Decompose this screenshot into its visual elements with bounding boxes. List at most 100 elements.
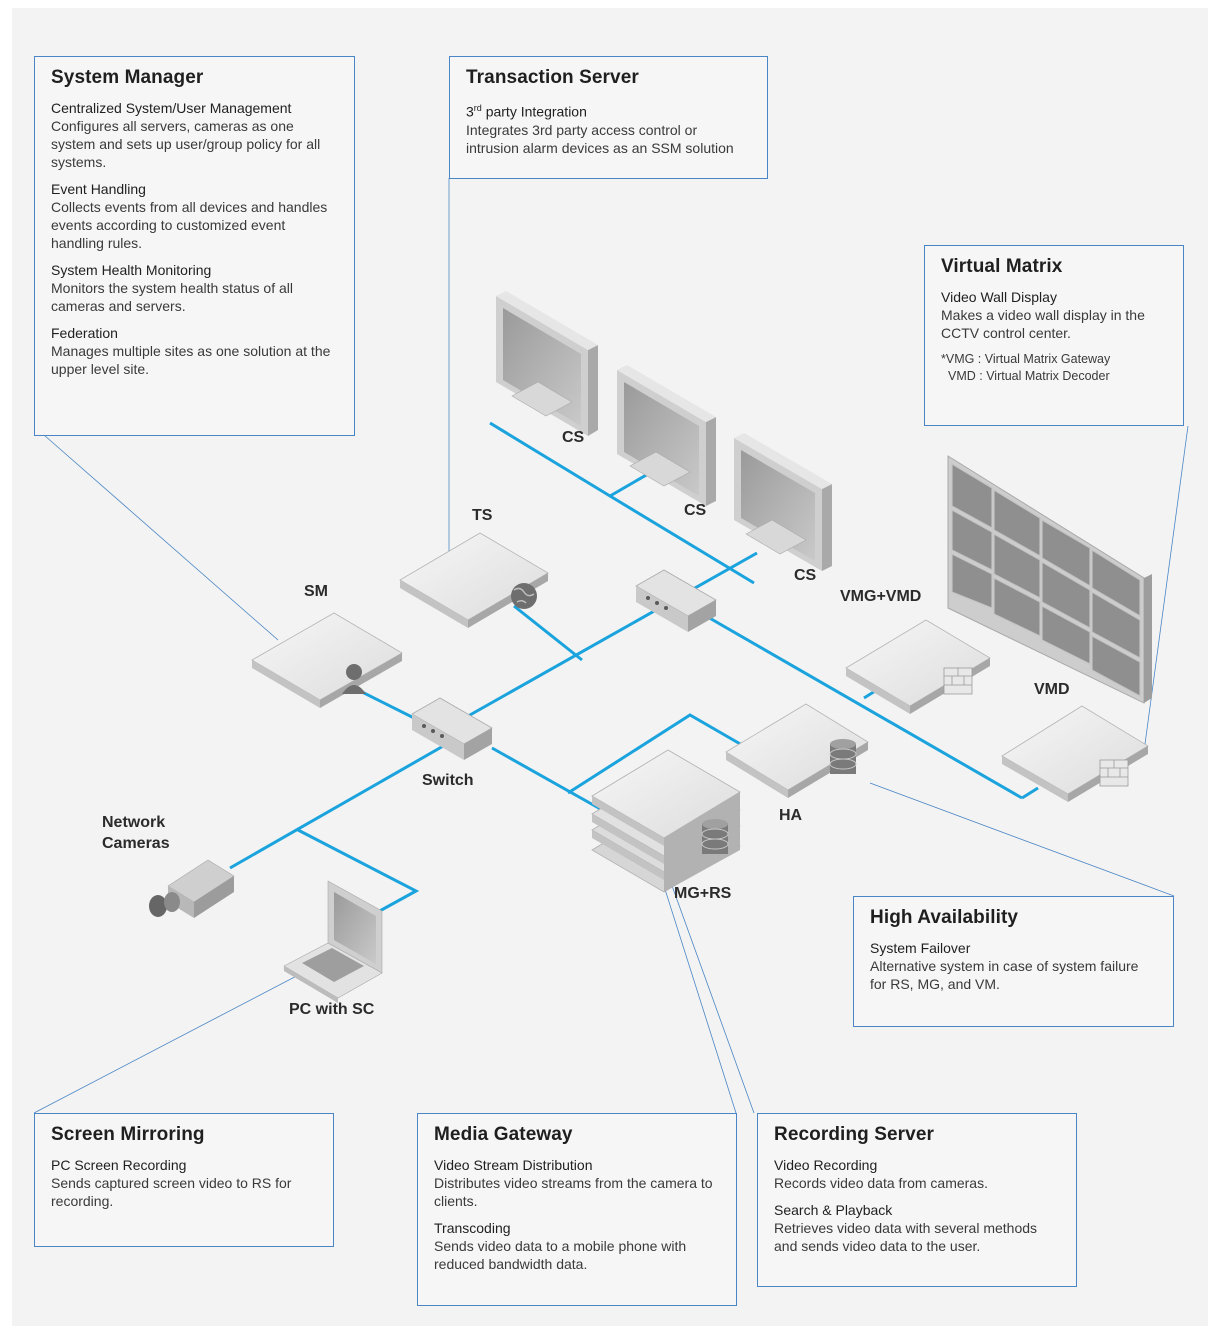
feature-heading: Video Wall Display xyxy=(941,289,1057,305)
feature-heading: Search & Playback xyxy=(774,1202,893,1218)
feature-heading: System Health Monitoring xyxy=(51,262,212,278)
monitor-cs-2 xyxy=(617,365,716,506)
media-gateway-box: Media Gateway Video Stream Distribution … xyxy=(417,1113,737,1306)
callout-line-ha xyxy=(869,782,1175,897)
link-switch-router xyxy=(453,551,758,726)
screen-mirroring-box: Screen Mirroring PC Screen Recording Sen… xyxy=(34,1113,334,1247)
feature-description: Collects events from all devices and han… xyxy=(51,199,328,251)
system-manager-title: System Manager xyxy=(51,67,204,88)
feature-description: Sends video data to a mobile phone with … xyxy=(434,1238,687,1272)
callout-line-sm xyxy=(43,434,279,641)
label-mg-rs: MG+RS xyxy=(674,885,732,902)
server-ts xyxy=(399,532,549,628)
database-icon xyxy=(829,739,857,774)
label-switch: Switch xyxy=(422,772,474,789)
callout-lines xyxy=(33,178,1189,1114)
server-sm xyxy=(251,612,403,708)
abbreviation-note: *VMG : Virtual Matrix Gateway VMD : Virt… xyxy=(941,351,1167,385)
label-network-cameras-line1: Network xyxy=(102,814,166,831)
link-ha xyxy=(567,713,743,795)
screen-mirroring-title: Screen Mirroring xyxy=(51,1124,205,1145)
link-ts xyxy=(513,604,583,662)
link-router-vmd xyxy=(705,614,1023,800)
switch-device xyxy=(411,697,493,760)
note-vmg: *VMG : Virtual Matrix Gateway xyxy=(941,352,1111,366)
feature-item: System Health Monitoring Monitors the sy… xyxy=(51,261,338,315)
feature-item: Video Recording Records video data from … xyxy=(774,1156,1060,1192)
feature-description: Retrieves video data with several method… xyxy=(774,1220,1038,1254)
feature-description: Monitors the system health status of all… xyxy=(51,280,293,314)
globe-icon xyxy=(511,583,537,609)
feature-description: Distributes video streams from the camer… xyxy=(434,1175,713,1209)
link-pc xyxy=(297,828,420,915)
monitor-cs-1 xyxy=(496,291,598,436)
server-mg-rs xyxy=(591,749,741,893)
virtual-matrix-box: Virtual Matrix Video Wall Display Makes … xyxy=(924,245,1184,426)
virtual-matrix-title: Virtual Matrix xyxy=(941,256,1063,277)
diagram-canvas: CS CS CS TS SM VMG+VMD VMD Switch Networ… xyxy=(12,8,1208,1326)
feature-heading: Transcoding xyxy=(434,1220,511,1236)
high-availability-box: High Availability System Failover Altern… xyxy=(853,896,1174,1027)
server-ha xyxy=(725,703,869,798)
feature-heading: PC Screen Recording xyxy=(51,1157,187,1173)
laptop-pc xyxy=(283,880,383,1003)
feature-heading: Event Handling xyxy=(51,181,146,197)
feature-heading-ordinal: rd xyxy=(473,103,482,113)
label-ha: HA xyxy=(779,807,803,824)
feature-item: 3rd party Integration Integrates 3rd par… xyxy=(466,99,751,157)
feature-description: Makes a video wall display in the CCTV c… xyxy=(941,307,1145,341)
media-gateway-title: Media Gateway xyxy=(434,1124,573,1145)
label-vmg-vmd: VMG+VMD xyxy=(840,588,922,605)
user-icon xyxy=(346,664,362,680)
high-availability-title: High Availability xyxy=(870,907,1019,928)
callout-line-pc xyxy=(33,969,309,1114)
feature-item: Event Handling Collects events from all … xyxy=(51,180,338,252)
feature-item: Video Stream Distribution Distributes vi… xyxy=(434,1156,720,1210)
monitor-cs-3 xyxy=(734,433,832,571)
feature-description: Alternative system in case of system fai… xyxy=(870,958,1139,992)
video-wall xyxy=(947,455,1152,704)
recording-server-title: Recording Server xyxy=(774,1124,934,1145)
feature-heading-number: 3 xyxy=(466,103,474,120)
server-vmg-vmd xyxy=(845,619,991,714)
feature-description: Configures all servers, cameras as one s… xyxy=(51,118,321,170)
link-vmd-stub xyxy=(1021,786,1039,800)
callout-line-mg xyxy=(662,882,737,1114)
label-network-cameras-line2: Cameras xyxy=(102,835,170,852)
label-cs-1: CS xyxy=(562,429,585,446)
label-cs-3: CS xyxy=(794,567,817,584)
label-vmd: VMD xyxy=(1034,681,1070,698)
feature-heading: 3rd party Integration xyxy=(466,99,751,121)
link-switch-cameras xyxy=(229,739,453,870)
callout-line-rs xyxy=(670,882,755,1114)
recording-server-box: Recording Server Video Recording Records… xyxy=(757,1113,1077,1287)
feature-heading: Centralized System/User Management xyxy=(51,100,292,116)
feature-heading: Video Stream Distribution xyxy=(434,1157,593,1173)
feature-description: Records video data from cameras. xyxy=(774,1175,988,1191)
link-switch-mg xyxy=(491,746,605,813)
label-cs-2: CS xyxy=(684,502,707,519)
feature-item: PC Screen Recording Sends captured scree… xyxy=(51,1156,317,1210)
label-pc-with-sc: PC with SC xyxy=(289,1001,375,1018)
database-icon xyxy=(701,819,729,854)
feature-description: Integrates 3rd party access control or i… xyxy=(466,121,734,156)
firewall-icon xyxy=(943,667,973,695)
callout-line-vmd xyxy=(1144,425,1189,745)
transaction-server-title: Transaction Server xyxy=(466,67,639,88)
system-manager-box: System Manager Centralized System/User M… xyxy=(34,56,355,436)
label-ts: TS xyxy=(472,507,493,524)
firewall-icon xyxy=(1099,759,1129,787)
feature-item: System Failover Alternative system in ca… xyxy=(870,939,1157,993)
network-camera xyxy=(149,859,235,918)
feature-description: Manages multiple sites as one solution a… xyxy=(51,343,331,377)
feature-item: Video Wall Display Makes a video wall di… xyxy=(941,288,1167,342)
note-vmd: VMD : Virtual Matrix Decoder xyxy=(948,369,1110,383)
feature-heading: System Failover xyxy=(870,940,971,956)
transaction-server-box: Transaction Server 3rd party Integration… xyxy=(449,56,768,179)
router-top xyxy=(635,569,717,632)
feature-description: Sends captured screen video to RS for re… xyxy=(51,1175,292,1209)
network-diagram xyxy=(33,178,1189,1114)
feature-heading: Federation xyxy=(51,325,118,341)
feature-item: Centralized System/User Management Confi… xyxy=(51,99,338,171)
feature-item: Search & Playback Retrieves video data w… xyxy=(774,1201,1060,1255)
